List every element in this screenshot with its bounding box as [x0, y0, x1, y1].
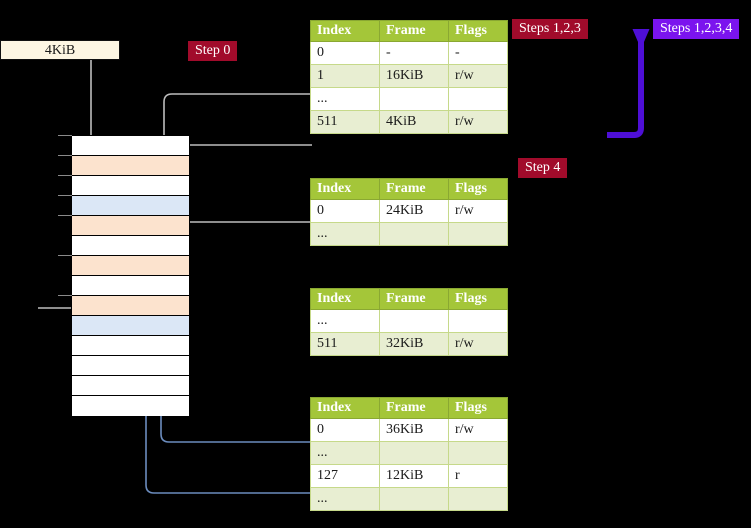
table-cell: 12KiB: [379, 464, 449, 488]
table-cell: 0: [310, 41, 380, 65]
wire-l1-entry0-to-frame: [174, 221, 312, 254]
table-cell: 511: [310, 110, 380, 134]
table-row: ...: [310, 309, 508, 333]
memory-row-tick: [58, 215, 72, 216]
memory-frame-row: [72, 196, 189, 216]
memory-frame-row: [72, 256, 189, 276]
memory-frame-row: [72, 316, 189, 336]
table-cell: ...: [310, 441, 380, 465]
memory-frame-row: [72, 176, 189, 196]
column-header-frame: Frame: [379, 397, 449, 419]
table-row: ...: [310, 87, 508, 111]
table-cell: 1: [310, 64, 380, 88]
table-cell: r/w: [448, 332, 508, 356]
column-header-flags: Flags: [448, 20, 508, 42]
table-cell: r: [448, 464, 508, 488]
table-row: ...: [310, 222, 508, 246]
table-cell: 511: [310, 332, 380, 356]
frame-size-label: 4KiB: [44, 43, 76, 58]
table-cell: 16KiB: [379, 64, 449, 88]
table-cell: -: [379, 41, 449, 65]
column-header-index: Index: [310, 178, 380, 200]
memory-row-tick: [58, 255, 72, 256]
table-cell: [448, 87, 508, 111]
table-cell: 36KiB: [379, 418, 449, 442]
table-cell: ...: [310, 87, 380, 111]
memory-frame-row: [72, 396, 189, 416]
table-cell: 32KiB: [379, 332, 449, 356]
memory-row-tick: [58, 295, 72, 296]
table-cell: [379, 441, 449, 465]
memory-row-tick: [58, 175, 72, 176]
table-cell: [379, 222, 449, 246]
table-row: 0--: [310, 41, 508, 65]
badge-steps-123: Steps 1,2,3: [512, 19, 588, 39]
wire-l0-entry511-to-frame: [168, 144, 312, 154]
memory-frame-row: [72, 236, 189, 256]
steps-bracket-arrow: [607, 29, 650, 138]
table-cell: [448, 222, 508, 246]
table-cell: [448, 487, 508, 511]
badge-step-0: Step 0: [188, 41, 238, 61]
column-header-index: Index: [310, 20, 380, 42]
table-cell: ...: [310, 309, 380, 333]
table-cell: r/w: [448, 418, 508, 442]
table-cell: r/w: [448, 199, 508, 223]
memory-frame-row: [72, 356, 189, 376]
table-cell: 0: [310, 199, 380, 223]
table-cell: -: [448, 41, 508, 65]
table-cell: r/w: [448, 64, 508, 88]
memory-frame-row: [72, 216, 189, 236]
table-cell: ...: [310, 487, 380, 511]
column-header-frame: Frame: [379, 288, 449, 310]
table-cell: [448, 309, 508, 333]
column-header-frame: Frame: [379, 20, 449, 42]
table-cell: 127: [310, 464, 380, 488]
memory-frame-row: [72, 136, 189, 156]
memory-frame-row: [72, 336, 189, 356]
column-header-index: Index: [310, 397, 380, 419]
column-header-index: Index: [310, 288, 380, 310]
memory-frame-row: [72, 296, 189, 316]
table-row: ...: [310, 441, 508, 465]
table-cell: [448, 441, 508, 465]
table-cell: [379, 487, 449, 511]
frame-size-box: 4KiB: [0, 40, 120, 60]
column-header-flags: Flags: [448, 178, 508, 200]
physical-memory-grid: [71, 135, 190, 416]
badge-steps-1234: Steps 1,2,3,4: [653, 19, 740, 39]
memory-row-tick: [58, 155, 72, 156]
table-row: ...: [310, 487, 508, 511]
table-cell: 0: [310, 418, 380, 442]
table-cell: 24KiB: [379, 199, 449, 223]
badge-step-4: Step 4: [518, 158, 568, 178]
memory-row-tick: [58, 135, 72, 136]
column-header-flags: Flags: [448, 288, 508, 310]
table-cell: 4KiB: [379, 110, 449, 134]
table-cell: [379, 309, 449, 333]
column-header-frame: Frame: [379, 178, 449, 200]
column-header-flags: Flags: [448, 397, 508, 419]
memory-frame-row: [72, 276, 189, 296]
table-cell: ...: [310, 222, 380, 246]
table-cell: [379, 87, 449, 111]
memory-row-tick: [58, 195, 72, 196]
table-cell: r/w: [448, 110, 508, 134]
memory-frame-row: [72, 156, 189, 176]
memory-frame-row: [72, 376, 189, 396]
